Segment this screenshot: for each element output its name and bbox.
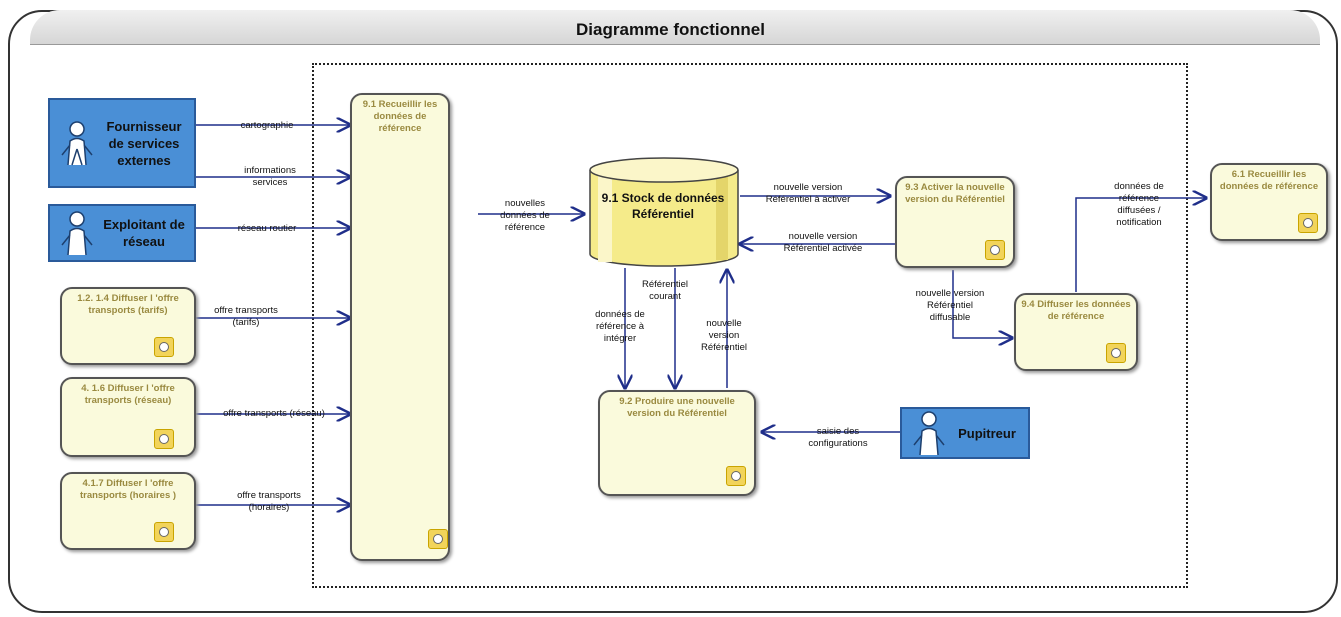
flow-offre-tarifs: offre transports (tarifs) (214, 305, 278, 328)
gear-icon (428, 529, 448, 549)
process-label: 9.4 Diffuser les données de référence (1021, 299, 1131, 322)
process-label: 9.3 Activer la nouvelle version du Référ… (905, 182, 1005, 205)
process-label: 9.1 Recueillir les données de référence (362, 99, 438, 134)
gear-icon (1298, 213, 1318, 233)
data-store-label: 9.1 Stock de données Référentiel (601, 191, 725, 221)
flow-donnees-integrer: données de référence à intégrer (595, 309, 645, 344)
gear-icon (1106, 343, 1126, 363)
flow-offre-horaires: offre transports (horaires) (237, 490, 301, 513)
process-label: 9.2 Produire une nouvelle version du Réf… (619, 396, 735, 419)
actor-pupitreur: Pupitreur (900, 407, 1030, 459)
actor-label: Exploitant de réseau (103, 217, 185, 249)
flow-reseau-routier: réseau routier (237, 223, 297, 234)
diagram-title: Diagramme fonctionnel (576, 20, 765, 39)
process-9-1-recueillir: 9.1 Recueillir les données de référence (350, 93, 450, 561)
actor-fournisseur: Fournisseur de services externes (48, 98, 196, 188)
gear-icon (154, 429, 174, 449)
process-label: 1.2. 1.4 Diffuser l 'offre transports (t… (77, 293, 179, 316)
flow-cartographie: cartographie (240, 120, 294, 131)
person-icon (61, 121, 93, 166)
flow-diffusees-notification: données de référence diffusées / notific… (1114, 181, 1164, 228)
flow-ref-courant: Référentiel courant (642, 279, 688, 302)
flow-nouvelles-donnees: nouvelles données de référence (500, 198, 550, 233)
person-icon (61, 211, 93, 256)
actor-exploitant: Exploitant de réseau (48, 204, 196, 262)
title-bar (30, 10, 1320, 45)
gear-icon (985, 240, 1005, 260)
process-4-1-6-reseau: 4. 1.6 Diffuser l 'offre transports (rés… (60, 377, 196, 457)
flow-nv-a-activer: nouvelle version Référentiel à activer (765, 182, 851, 205)
process-4-1-7-horaires: 4.1.7 Diffuser l 'offre transports (hora… (60, 472, 196, 550)
flow-nv-activee: nouvelle version Référentiel activée (783, 231, 863, 254)
actor-label: Fournisseur de services externes (106, 118, 182, 168)
actor-label: Pupitreur (958, 425, 1016, 441)
gear-icon (726, 466, 746, 486)
flow-informations-services: informations services (244, 165, 296, 188)
flow-nv-referentiel: nouvelle version Référentiel (701, 318, 747, 353)
gear-icon (154, 337, 174, 357)
data-store-cylinder (589, 157, 739, 267)
person-icon (913, 411, 945, 456)
process-9-3-activer: 9.3 Activer la nouvelle version du Référ… (895, 176, 1015, 268)
process-label: 4. 1.6 Diffuser l 'offre transports (rés… (81, 383, 175, 406)
flow-saisie-configurations: saisie des configurations (808, 426, 868, 449)
gear-icon (154, 522, 174, 542)
flow-offre-reseau: offre transports (réseau) (223, 408, 325, 419)
process-label: 6.1 Recueillir les données de référence (1219, 169, 1319, 192)
process-9-2-produire: 9.2 Produire une nouvelle version du Réf… (598, 390, 756, 496)
process-9-4-diffuser: 9.4 Diffuser les données de référence (1014, 293, 1138, 371)
system-boundary (312, 63, 1188, 588)
flow-nv-diffusable: nouvelle version Référentiel diffusable (915, 288, 985, 323)
process-1-2-tarifs: 1.2. 1.4 Diffuser l 'offre transports (t… (60, 287, 196, 365)
process-label: 4.1.7 Diffuser l 'offre transports (hora… (79, 478, 177, 501)
process-6-1-recueillir: 6.1 Recueillir les données de référence (1210, 163, 1328, 241)
